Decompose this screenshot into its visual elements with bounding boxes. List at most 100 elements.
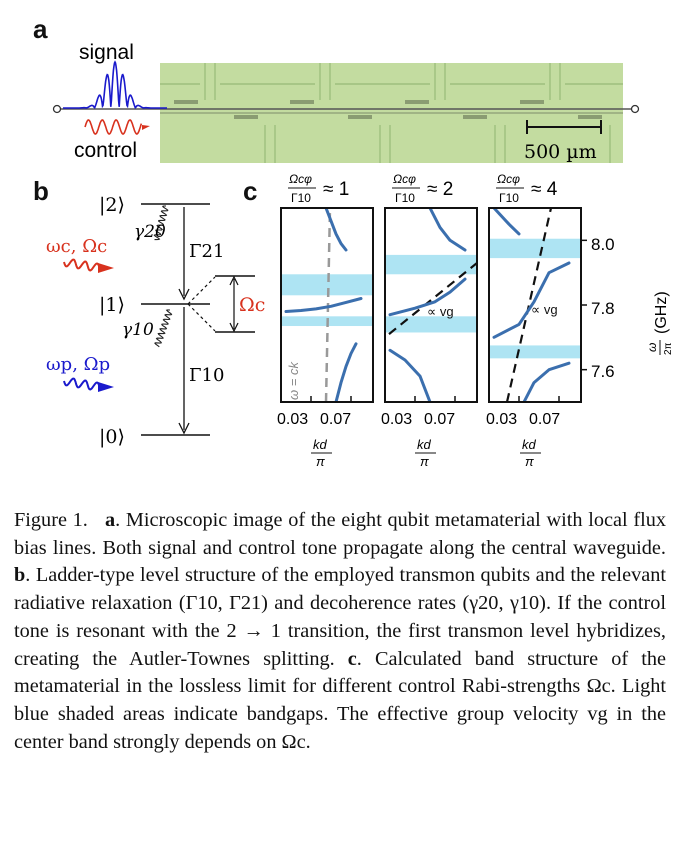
y-tick-labels: 8.0 7.8 7.6 bbox=[591, 235, 615, 381]
x-tick-labels: 0.03 0.07 0.03 0.07 0.03 0.07 bbox=[277, 411, 560, 428]
figure-caption: Figure 1. a. Microscopic image of the ei… bbox=[14, 507, 666, 756]
band-plot-1 bbox=[280, 207, 374, 403]
band-plot-3 bbox=[488, 207, 587, 403]
scalebar-label: 500 µm bbox=[524, 141, 597, 163]
band-1-3 bbox=[334, 342, 358, 402]
ytick-7.6: 7.6 bbox=[591, 362, 615, 381]
svg-text:Γ10: Γ10 bbox=[395, 191, 415, 205]
svg-text:(GHz): (GHz) bbox=[653, 291, 670, 334]
light-line-label: ω = ck bbox=[286, 361, 301, 400]
subplot-title-2: Ωcφ Γ10 ≈ 2 bbox=[392, 172, 453, 205]
svg-text:kd: kd bbox=[522, 437, 537, 452]
bandgap-2-2 bbox=[385, 316, 477, 333]
band-2-1 bbox=[428, 208, 467, 252]
Gamma21-label: Γ21 bbox=[189, 241, 224, 262]
svg-text:≈ 1: ≈ 1 bbox=[323, 179, 349, 200]
svg-text:Γ10: Γ10 bbox=[499, 191, 519, 205]
svg-text:π: π bbox=[420, 454, 429, 469]
signal-label: signal bbox=[79, 41, 134, 64]
xtick-p3-a: 0.03 bbox=[486, 411, 517, 428]
probe-drive-arrowhead bbox=[98, 382, 114, 392]
svg-text:ω: ω bbox=[645, 343, 659, 352]
ytick-7.8: 7.8 bbox=[591, 299, 615, 318]
svg-text:Γ10: Γ10 bbox=[291, 191, 311, 205]
vg-label-3: ∝ vg bbox=[531, 302, 558, 317]
level-0-label: |0⟩ bbox=[99, 426, 125, 448]
band-plot-2 bbox=[384, 207, 478, 403]
gamma10-label: γ10 bbox=[122, 320, 154, 340]
svg-text:≈ 2: ≈ 2 bbox=[427, 179, 453, 200]
bandgap-1-1 bbox=[281, 274, 373, 296]
group-velocity-line-2 bbox=[388, 262, 477, 335]
svg-text:2π: 2π bbox=[663, 342, 674, 355]
xtick-p1-b: 0.07 bbox=[320, 411, 351, 428]
caption-fig-label: Figure 1. bbox=[14, 509, 88, 531]
control-drive-label: ωc, Ωc bbox=[46, 236, 107, 257]
port-left bbox=[52, 104, 62, 114]
bandgap-2-1 bbox=[385, 254, 477, 275]
svg-text:Ωcφ: Ωcφ bbox=[289, 172, 312, 186]
group-velocity-line-3 bbox=[505, 208, 553, 402]
flux-bias-lines bbox=[160, 63, 623, 163]
caption-a-text: . Microscopic image of the eight qubit m… bbox=[14, 509, 666, 559]
band-3-1 bbox=[492, 208, 521, 236]
band-2-2 bbox=[388, 277, 467, 317]
y-axis-label: ω 2π (GHz) bbox=[645, 291, 674, 355]
control-wave bbox=[84, 119, 143, 135]
xtick-p1-a: 0.03 bbox=[277, 411, 308, 428]
subplot-title-3: Ωcφ Γ10 ≈ 4 bbox=[496, 172, 558, 205]
panel-a-figure: 500 µm signal control bbox=[52, 41, 640, 163]
caption-c-text: . Calculated band structure of the metam… bbox=[14, 647, 666, 753]
light-line bbox=[324, 208, 332, 402]
plot-frame-1 bbox=[280, 207, 374, 403]
control-arrow-head bbox=[142, 125, 150, 130]
control-drive-arrowhead bbox=[98, 263, 114, 273]
caption-b-text: . Ladder-type level structure of the emp… bbox=[14, 564, 666, 670]
band-1-2 bbox=[284, 297, 363, 313]
xtick-p2-a: 0.03 bbox=[381, 411, 412, 428]
probe-drive-label: ωp, Ωp bbox=[46, 354, 110, 375]
control-label: control bbox=[74, 139, 137, 162]
qubit-markers bbox=[174, 100, 602, 119]
x-axis-labels: kd π kd π kd π bbox=[311, 437, 541, 469]
port-right bbox=[630, 104, 640, 114]
caption-a-label: a bbox=[104, 509, 116, 531]
gamma10-decay-wiggle bbox=[154, 309, 173, 348]
hybridization-lines bbox=[187, 276, 216, 332]
subplot-title-1: Ωcφ Γ10 ≈ 1 bbox=[288, 172, 349, 205]
svg-text:≈ 4: ≈ 4 bbox=[531, 179, 558, 200]
control-drive-wave bbox=[63, 258, 101, 272]
probe-drive-wave bbox=[63, 377, 101, 391]
xtick-p3-b: 0.07 bbox=[529, 411, 560, 428]
bandgap-3-2 bbox=[489, 345, 581, 359]
plot-frame-2 bbox=[384, 207, 478, 403]
panel-b-figure: |2⟩ |1⟩ |0⟩ γ20 γ10 Γ21 Γ10 Ωc ωc, Ωc ωp… bbox=[46, 194, 265, 448]
Gamma10-label: Γ10 bbox=[189, 365, 224, 386]
gamma20-label: γ20 bbox=[134, 222, 166, 242]
xtick-p2-b: 0.07 bbox=[424, 411, 455, 428]
caption-b-label: b bbox=[14, 564, 26, 587]
panel-label-b: b bbox=[33, 176, 49, 206]
svg-text:π: π bbox=[525, 454, 534, 469]
panel-c-figure: Ωcφ Γ10 ≈ 1 Ωcφ Γ10 ≈ 2 Ωcφ Γ10 ≈ 4 ω = … bbox=[277, 172, 674, 469]
panel-label-c: c bbox=[243, 176, 258, 206]
signal-pulse bbox=[63, 60, 167, 110]
svg-text:kd: kd bbox=[417, 437, 432, 452]
level-1-label: |1⟩ bbox=[99, 294, 125, 316]
caption-c-label: c bbox=[347, 647, 357, 670]
band-3-2 bbox=[492, 261, 571, 339]
bandgap-3-1 bbox=[489, 238, 581, 259]
omega-c-label: Ωc bbox=[239, 294, 265, 316]
svg-text:kd: kd bbox=[313, 437, 328, 452]
panel-label-a: a bbox=[33, 14, 48, 44]
gamma20-decay-wiggle bbox=[153, 205, 169, 241]
band-1-1 bbox=[324, 208, 348, 252]
vg-label-2: ∝ vg bbox=[427, 304, 454, 319]
svg-text:Ωcφ: Ωcφ bbox=[497, 172, 520, 186]
ytick-8.0: 8.0 bbox=[591, 235, 615, 254]
svg-text:Ωcφ: Ωcφ bbox=[393, 172, 416, 186]
svg-text:π: π bbox=[316, 454, 325, 469]
band-2-3 bbox=[388, 348, 432, 402]
band-3-3 bbox=[522, 361, 571, 402]
level-2-label: |2⟩ bbox=[99, 194, 125, 216]
